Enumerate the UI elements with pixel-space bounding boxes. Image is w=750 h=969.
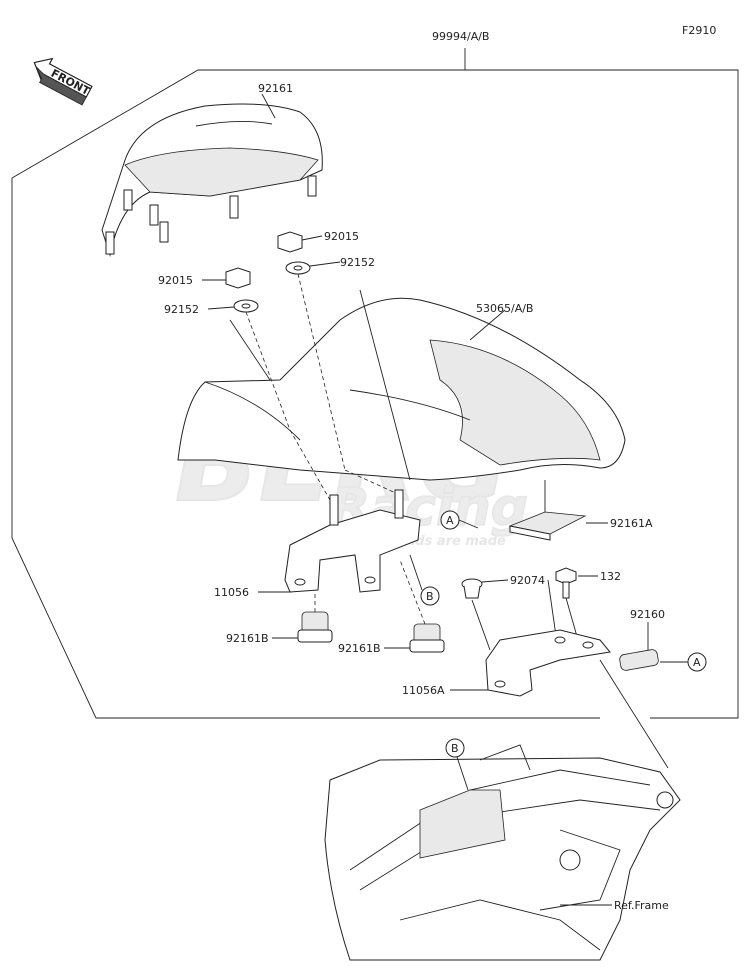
- callout-pad-small: 92160: [630, 608, 665, 621]
- ref-b-marker-2: B: [445, 738, 469, 791]
- callout-kit: 99994/A/B: [432, 30, 489, 43]
- ref-a-marker-2: A: [660, 652, 707, 672]
- callout-bracket-a: 11056A: [402, 684, 445, 697]
- nut-right-icon: 92015: [277, 230, 359, 253]
- washer-left-icon: 92152: [164, 299, 259, 316]
- grommet-part: 92074: [461, 574, 545, 651]
- bolt-part: 132: [547, 567, 621, 641]
- callout-nut-left: 92015: [158, 274, 193, 287]
- callout-bolt: 132: [600, 570, 621, 583]
- callout-bracket: 11056: [214, 586, 249, 599]
- cowl-part: 53065/A/B: [177, 297, 626, 481]
- kit-frame: 99994/A/B: [11, 30, 739, 719]
- figure-code: F2910: [682, 24, 716, 37]
- assembly-guides: [229, 273, 411, 501]
- callout-nut-right: 92015: [324, 230, 359, 243]
- callout-cowl: 53065/A/B: [476, 302, 533, 315]
- svg-text:A: A: [446, 514, 454, 527]
- callout-washer-left: 92152: [164, 303, 199, 316]
- callout-damper-mid: 92161B: [338, 642, 381, 655]
- pad-small-part: 92160: [619, 608, 665, 671]
- bracket-part: 11056: [214, 489, 421, 599]
- callout-damper-left: 92161B: [226, 632, 269, 645]
- ref-a-marker-1: A: [440, 510, 479, 530]
- ref-b-marker-1: B: [409, 554, 440, 606]
- frame-leader: [599, 659, 669, 769]
- bracket-a-part: 11056A: [402, 629, 611, 697]
- callout-pad-right: 92161A: [610, 517, 653, 530]
- svg-text:A: A: [693, 656, 701, 669]
- callout-washer-right: 92152: [340, 256, 375, 269]
- washer-right-icon: 92152: [285, 256, 375, 275]
- damper-left-part: 92161B: [226, 592, 333, 645]
- svg-text:B: B: [451, 742, 459, 755]
- damper-mid-part: 92161B: [338, 559, 445, 655]
- seat-cover-part: 92161: [101, 82, 323, 257]
- nut-left-icon: 92015: [158, 267, 251, 289]
- callout-grommet: 92074: [510, 574, 545, 587]
- callout-frame-ref: Ref.Frame: [614, 899, 669, 912]
- svg-text:B: B: [426, 590, 434, 603]
- stud-icons: [105, 175, 317, 255]
- frame-part: Ref.Frame: [324, 744, 681, 961]
- front-arrow-icon: FRONT: [33, 57, 93, 106]
- callout-cover-top: 92161: [258, 82, 293, 95]
- pad-right-part: 92161A: [508, 480, 653, 541]
